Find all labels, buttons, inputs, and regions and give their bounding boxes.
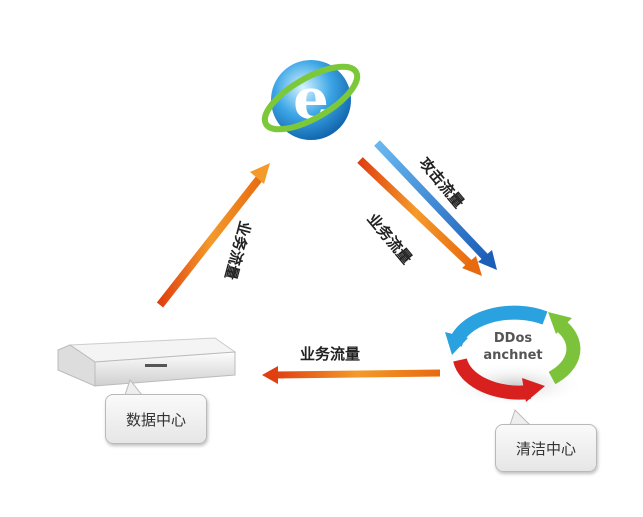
arrow-business-to-cleaning [357, 157, 482, 276]
cleaning-cycle-icon [445, 305, 585, 407]
ddos-text: DDos [493, 331, 533, 346]
arrow-attack-traffic [374, 140, 497, 270]
anchnet-text: anchnet [483, 348, 543, 363]
arrow-datacenter-to-web [156, 163, 270, 308]
server-icon [57, 337, 237, 387]
data-center-callout: 数据中心 [105, 394, 207, 444]
cleaning-center-callout: 清洁中心 [495, 424, 597, 472]
browser-ie-icon: e [261, 60, 361, 140]
arrow-cleaning-to-datacenter [262, 366, 441, 384]
callout-pointer [509, 409, 532, 426]
business-traffic-label: 业务流量 [300, 345, 361, 363]
cleaning-center-name: DDos anchnet [478, 330, 548, 364]
